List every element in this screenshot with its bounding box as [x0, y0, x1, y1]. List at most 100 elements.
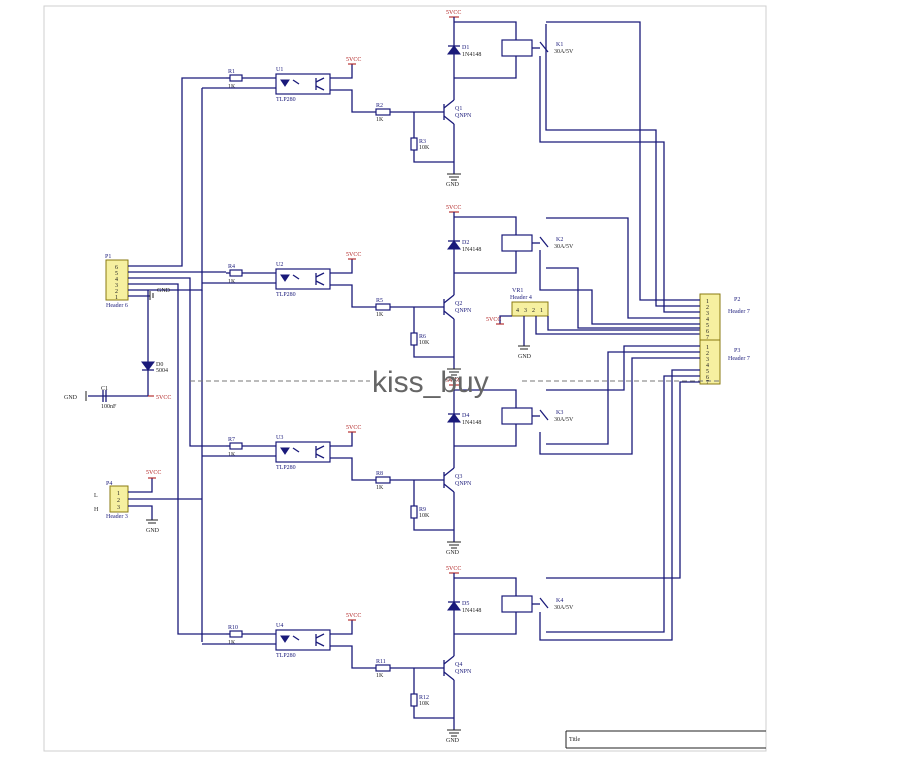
- wire: [443, 655, 455, 665]
- vcc-label: 5VCC: [346, 252, 361, 258]
- p4-ref: P4: [106, 481, 112, 487]
- wire: [330, 259, 353, 274]
- c1-value: 100nF: [101, 404, 117, 410]
- wire: [443, 115, 455, 125]
- wire: [443, 483, 455, 493]
- relay-channel-3: R71KU3TLP2805VCCR81KR910KQ3QNPNGND5VCCD4…: [202, 378, 574, 556]
- p2-name: Header 7: [728, 309, 750, 315]
- p2-pin: 1: [706, 299, 709, 305]
- pulldown-resistor-value: 10K: [419, 340, 430, 346]
- p1-name: Header 6: [106, 303, 128, 309]
- relay-switch-icon: [539, 597, 549, 609]
- relay-coil: [501, 407, 533, 425]
- vcc-label: 5VCC: [156, 395, 171, 401]
- wire: [315, 85, 325, 91]
- pulldown-resistor-ref: R6: [419, 334, 426, 340]
- title-block-label: Title: [569, 737, 580, 743]
- p2-pin: 5: [706, 323, 709, 329]
- vcc-label: 5VCC: [346, 425, 361, 431]
- transistor-ref: Q4: [455, 662, 462, 668]
- p1-pin: 1: [115, 295, 118, 301]
- opto-led-icon: [280, 274, 290, 282]
- relay-rating: 30A/5V: [554, 417, 574, 423]
- input-resistor-value: 1K: [228, 84, 236, 90]
- p3-pin: 3: [706, 357, 709, 363]
- connector-p3: P3 Header 7 1 2 3 4 5 6 7: [699, 339, 750, 386]
- wire: [315, 633, 325, 639]
- opto-arrow-icon: [292, 274, 300, 280]
- p3-pin: 6: [706, 375, 709, 381]
- vcc-label: 5VCC: [446, 205, 461, 211]
- gnd-label: GND: [446, 377, 460, 383]
- wire: [315, 453, 325, 459]
- gnd-label: GND: [446, 738, 460, 744]
- p4-pin: 1: [117, 491, 120, 497]
- p4-pin: 3: [117, 505, 120, 511]
- flyback-diode-icon: [447, 413, 461, 423]
- p3-pin: 4: [706, 363, 709, 369]
- pulldown-resistor-value: 10K: [419, 513, 430, 519]
- wire: [330, 457, 376, 481]
- wire: [454, 612, 517, 635]
- p2-pin: 6: [706, 329, 709, 335]
- wire: [443, 294, 455, 304]
- wire: [315, 445, 325, 451]
- vcc-label: 5VCC: [346, 57, 361, 63]
- wire: [454, 56, 517, 79]
- p1-pin: 4: [115, 277, 118, 283]
- pulldown-resistor: [410, 693, 418, 707]
- wire: [315, 272, 325, 278]
- opto-ref: U4: [276, 623, 283, 629]
- p3-ref: P3: [734, 348, 740, 354]
- relay-channel-4: R101KU4TLP2805VCCR111KR1210KQ4QNPNGND5VC…: [202, 566, 574, 744]
- p4-side-l: L: [94, 493, 98, 499]
- vr1-pin: 2: [532, 308, 535, 314]
- connector-vr1: VR1 Header 4 4 3 2 1 5VCC GND: [486, 288, 700, 360]
- p2-ref: P2: [734, 297, 740, 303]
- wire: [315, 641, 325, 647]
- opto-arrow-icon: [292, 447, 300, 453]
- relay-coil: [501, 234, 533, 252]
- base-resistor-ref: R2: [376, 103, 383, 109]
- vcc-label: 5VCC: [346, 613, 361, 619]
- wire: [413, 150, 454, 163]
- pulldown-resistor-value: 10K: [419, 701, 430, 707]
- vcc-label: 5VCC: [486, 317, 501, 323]
- wire: [330, 64, 353, 79]
- diode-ref: D4: [462, 413, 469, 419]
- relay-rating: 30A/5V: [554, 244, 574, 250]
- wire: [315, 280, 325, 286]
- transistor-type: QNPN: [455, 481, 472, 487]
- wire: [330, 645, 376, 669]
- vcc-label: 5VCC: [446, 378, 461, 384]
- wire: [443, 671, 455, 681]
- relay-switch-icon: [539, 236, 549, 248]
- title-block: Title: [565, 730, 766, 749]
- gnd-label: GND: [64, 395, 78, 401]
- relay-channel-1: R11KU1TLP2805VCCR21KR310KQ1QNPNGND5VCCD1…: [202, 10, 574, 188]
- wire: [330, 284, 376, 308]
- p1-pin: 2: [115, 289, 118, 295]
- input-resistor: [229, 442, 243, 450]
- relay-channels: R11KU1TLP2805VCCR21KR310KQ1QNPNGND5VCCD1…: [202, 10, 574, 744]
- input-resistor-ref: R10: [228, 625, 238, 631]
- vcc-label: 5VCC: [446, 566, 461, 572]
- wire: [413, 706, 454, 719]
- diode-type: 1N4148: [462, 247, 481, 253]
- gnd-label: GND: [146, 528, 160, 534]
- gnd-label: GND: [446, 182, 460, 188]
- relay-ref: K3: [556, 410, 563, 416]
- diode-d0-icon: [141, 361, 155, 371]
- input-resistor: [229, 269, 243, 277]
- connector-p2: P2 Header 7 1 2 3 4 5 6 7: [699, 293, 750, 341]
- opto-ref: U3: [276, 435, 283, 441]
- opto-type: TLP280: [276, 97, 296, 103]
- gnd-label: GND: [157, 288, 171, 294]
- p3-pin: 2: [706, 351, 709, 357]
- wire: [443, 310, 455, 320]
- pulldown-resistor: [410, 332, 418, 346]
- relay-ref: K4: [556, 598, 563, 604]
- relay-switch-icon: [539, 41, 549, 53]
- vcc-label: 5VCC: [446, 10, 461, 16]
- vr1-pin: 3: [524, 308, 527, 314]
